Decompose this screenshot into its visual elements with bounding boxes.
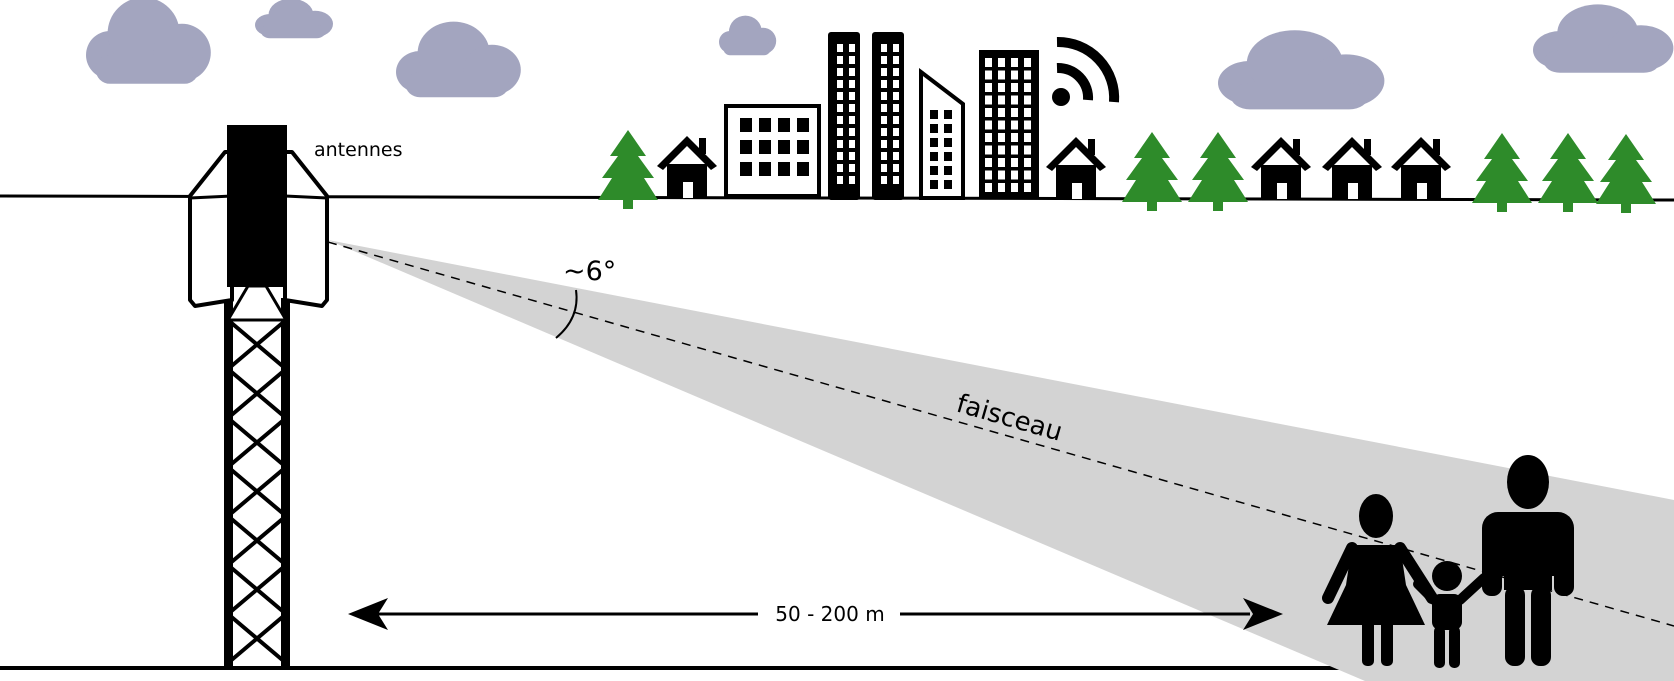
distance-label: 50 - 200 m [775, 602, 884, 626]
tree [1188, 132, 1248, 211]
antenna-panel-right [283, 150, 329, 308]
wifi-signal-icon [1052, 36, 1120, 106]
antennas-label: antennes [314, 139, 403, 161]
tower [828, 32, 860, 200]
distance-arrow [348, 598, 1283, 630]
tower [872, 32, 904, 200]
tree [1472, 133, 1532, 212]
man-figure [1482, 455, 1574, 666]
house [1322, 137, 1382, 199]
tree [1596, 134, 1656, 213]
house [1046, 137, 1106, 199]
tree [598, 130, 658, 209]
child-figure [1413, 561, 1489, 668]
cloud [1533, 4, 1674, 73]
cloud [396, 21, 521, 98]
tower-windows [837, 44, 1031, 192]
cloud [1218, 30, 1385, 110]
building-windows [740, 118, 809, 176]
family-silhouette [1322, 455, 1574, 668]
antenna-mast [188, 125, 329, 670]
lattice-tower [224, 298, 290, 670]
cloud [255, 0, 333, 39]
house [657, 136, 717, 198]
antenna-body [227, 125, 287, 287]
tower-top-connector [225, 284, 289, 322]
arrowhead-left [348, 598, 388, 630]
antenna-panel-left [188, 150, 234, 308]
tree [1122, 132, 1182, 211]
city-buildings [724, 32, 1039, 200]
tree [1538, 133, 1598, 212]
cloud [86, 0, 211, 84]
building-slanted [919, 67, 965, 200]
house [1391, 137, 1451, 199]
house [1251, 137, 1311, 199]
arrowhead-right [1243, 598, 1283, 630]
angle-arc [555, 289, 578, 339]
cloud [719, 15, 777, 56]
beam-angle-label: ~6° [563, 256, 616, 287]
